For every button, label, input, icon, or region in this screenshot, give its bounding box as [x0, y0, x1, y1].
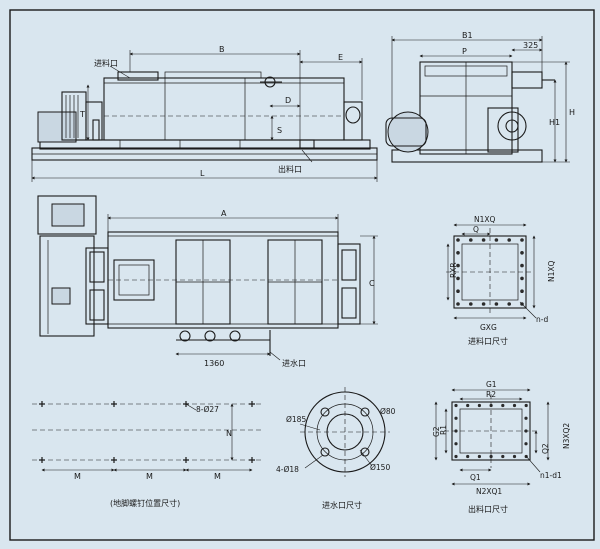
anchor-bolt-mark	[111, 401, 117, 407]
feed-bolt-hole	[520, 251, 524, 255]
feed-bolt-hole	[469, 302, 473, 306]
discharge-port-label: 出料口	[278, 164, 302, 174]
feed-bolt-hole	[520, 276, 524, 281]
discharge-bolt-hole	[524, 442, 528, 446]
feed-bolt-hole	[469, 238, 473, 242]
discharge-bolt-hole	[524, 416, 528, 420]
plan-view: A C 1360 进水口	[37, 195, 378, 368]
discharge-bolt-hole	[512, 454, 517, 459]
discharge-bolt-hole	[524, 429, 528, 433]
side-view: B1 P 325 H1 H	[385, 31, 575, 163]
anchor-m2: M	[146, 472, 153, 481]
dim-1360-label: 1360	[204, 359, 224, 368]
dis-hole: n1-d1	[540, 471, 562, 480]
water-inlet-label: 进水口	[282, 358, 306, 368]
feed-bolt-hole	[481, 302, 486, 306]
feed-bolt-hole	[494, 302, 499, 306]
dim-s-label: S	[277, 126, 282, 135]
discharge-bolt-hole	[454, 403, 458, 408]
feed-q: Q	[473, 225, 479, 234]
anchor-bolt-label: 8-Ø27	[196, 405, 219, 414]
discharge-port-detail: G1 R2 G2 R1 N3XQ2 Q2 Q1 N2XQ1 n1-d1 出料口尺…	[432, 380, 571, 514]
dis-q1: Q1	[470, 473, 481, 482]
feed-bolt-hole	[456, 276, 460, 281]
anchor-bolt-mark	[249, 457, 255, 463]
feed-bolt-hole	[456, 263, 460, 268]
feed-bolt-hole	[456, 302, 460, 306]
feed-port-detail: N1XQ Q RXR N1XQ GXG n-d 进料口尺寸	[446, 215, 556, 346]
dis-q2: Q2	[541, 443, 550, 454]
anchor-bolt-mark	[39, 457, 45, 463]
discharge-bolt-hole	[454, 416, 458, 420]
discharge-bolt-hole	[454, 429, 458, 433]
discharge-bolt-hole	[477, 403, 481, 408]
dis-g2: G2	[432, 426, 441, 437]
dim-l-label: L	[200, 169, 205, 178]
discharge-bolt-hole	[512, 403, 517, 408]
drawing-border	[9, 9, 595, 541]
dim-d-label: D	[285, 96, 291, 105]
water-d18: 4-Ø18	[276, 465, 299, 474]
anchor-bolt-mark	[111, 457, 117, 463]
dim-b1-label: B1	[462, 31, 473, 40]
feed-gxg: GXG	[480, 323, 497, 332]
feed-bolt-hole	[507, 302, 512, 306]
feed-rxr: RXR	[449, 262, 458, 278]
anchor-caption: (地脚螺钉位置尺寸)	[110, 498, 180, 508]
dis-n2xq1: N2XQ1	[476, 487, 502, 496]
feed-hole: n-d	[536, 315, 548, 324]
anchor-layout: N 8-Ø27 M M M (地脚螺钉位置尺寸)	[32, 401, 262, 508]
feed-bolt-hole	[494, 238, 499, 242]
anchor-bolt-mark	[39, 401, 45, 407]
discharge-bolt-hole	[489, 454, 493, 459]
feed-bolt-hole	[520, 238, 524, 242]
discharge-bolt-hole	[501, 454, 505, 459]
discharge-bolt-hole	[477, 454, 481, 459]
dim-325-label: 325	[523, 41, 538, 50]
dim-p-label: P	[462, 47, 467, 56]
dim-b-label: B	[219, 45, 225, 54]
dim-c-label: C	[369, 279, 375, 288]
anchor-n: N	[226, 429, 232, 438]
feed-bolt-hole	[520, 263, 524, 268]
water-d185: Ø185	[286, 415, 306, 424]
discharge-bolt-hole	[466, 403, 470, 408]
water-caption: 进水口尺寸	[322, 500, 362, 510]
feed-port-label: 进料口	[94, 58, 118, 68]
water-d150: Ø150	[370, 463, 390, 472]
front-view: B E D S T L 进料口 出料口	[31, 45, 378, 182]
dis-r1: R1	[439, 425, 448, 435]
dim-a-label: A	[221, 209, 227, 218]
feed-bolt-hole	[481, 238, 486, 242]
anchor-m1: M	[74, 472, 81, 481]
dim-e-label: E	[338, 53, 343, 62]
feed-n1xq-top: N1XQ	[474, 215, 496, 224]
dis-n3xq2: N3XQ2	[562, 423, 571, 449]
feed-bolt-hole	[507, 238, 512, 242]
discharge-bolt-hole	[524, 403, 528, 408]
feed-bolt-hole	[456, 238, 460, 242]
dis-g1: G1	[486, 380, 497, 389]
feed-bolt-hole	[456, 289, 460, 294]
anchor-m3: M	[214, 472, 221, 481]
discharge-bolt-hole	[489, 403, 493, 408]
feed-bolt-hole	[456, 251, 460, 255]
water-d80: Ø80	[380, 407, 396, 416]
discharge-bolt-hole	[454, 442, 458, 446]
dis-caption: 出料口尺寸	[468, 504, 508, 514]
dis-r2: R2	[486, 390, 496, 399]
feed-n1xq-side: N1XQ	[547, 260, 556, 282]
anchor-bolt-mark	[249, 401, 255, 407]
water-inlet-detail: Ø185 Ø80 4-Ø18 Ø150 进水口尺寸	[276, 387, 396, 510]
discharge-bolt-hole	[454, 454, 458, 459]
discharge-bolt-hole	[466, 454, 470, 459]
feed-caption: 进料口尺寸	[468, 336, 508, 346]
discharge-bolt-hole	[501, 403, 505, 408]
anchor-bolt-mark	[183, 457, 189, 463]
dim-t-label: T	[79, 110, 85, 119]
dim-h-label: H	[569, 108, 575, 117]
dim-h1-label: H1	[549, 118, 560, 127]
feed-bolt-hole	[520, 289, 524, 294]
